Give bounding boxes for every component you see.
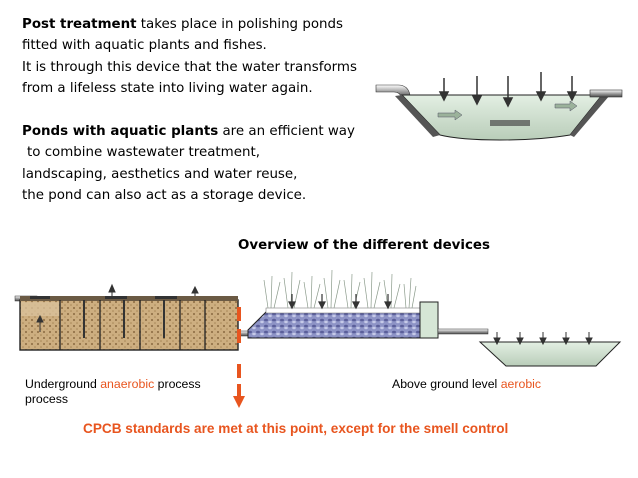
p1-line2: fitted with aquatic plants and fishes. xyxy=(22,38,267,54)
p2-line4: the pond can also act as a storage devic… xyxy=(22,187,307,203)
final-pond-illustration xyxy=(478,332,622,367)
p1-line4: from a lifeless state into living water … xyxy=(22,80,313,96)
caption-right-word1: Above ground level xyxy=(392,377,501,391)
pond-outlet-pipe xyxy=(589,89,623,98)
p2-line2: to combine wastewater treatment, xyxy=(27,145,260,161)
filter-down-arrows xyxy=(288,294,392,310)
caption-right-aerobic: aerobic xyxy=(500,377,542,391)
p1-bold: Post treatment xyxy=(22,17,137,32)
filter-outlet-chamber xyxy=(419,301,439,339)
pond-sediment xyxy=(490,120,530,126)
caption-left-word1: Underground xyxy=(25,377,101,391)
pond-bank-left xyxy=(395,95,440,137)
p2-line1-rest: are an efficient way xyxy=(218,124,355,139)
final-pond-basin xyxy=(478,341,622,367)
overview-title: Overview of the different devices xyxy=(0,238,638,253)
pond-basin xyxy=(400,94,604,141)
treatment-point-marker xyxy=(233,307,245,408)
caption-left-anaerobic: anaerobic xyxy=(100,377,155,391)
planted-filter-illustration xyxy=(247,269,489,339)
filter-basin xyxy=(247,311,421,339)
filter-plants xyxy=(263,269,417,309)
p2-bold: Ponds with aquatic plants xyxy=(22,124,219,139)
overview-title-text: Overview of the different devices xyxy=(238,238,490,253)
caption-above-ground: Above ground level aerobic xyxy=(392,377,541,392)
pond-bank-right xyxy=(570,95,610,137)
p1-line1-rest: takes place in polishing ponds xyxy=(136,17,343,32)
tank-chambers xyxy=(59,300,206,350)
p2-line3: landscaping, aesthetics and water reuse, xyxy=(22,166,298,182)
caption-left-word3: process xyxy=(154,377,201,391)
p1-line3: It is through this device that the water… xyxy=(22,59,357,75)
filter-outlet-pipe xyxy=(437,328,489,335)
tank-baffles xyxy=(83,300,165,338)
intro-paragraph-post-treatment: Post treatment takes place in polishing … xyxy=(22,14,357,99)
filter-bed-top xyxy=(265,307,421,314)
red-down-arrow xyxy=(233,384,245,408)
anaerobic-tank-illustration xyxy=(14,283,251,351)
intro-paragraph-aquatic-plants: Ponds with aquatic plants are an efficie… xyxy=(22,121,355,206)
tank-upflow-arrows xyxy=(36,283,199,332)
caption-underground: Underground anaerobic process process xyxy=(25,377,235,407)
tank-scum-layer xyxy=(21,302,59,316)
cpcb-standards-note: CPCB standards are met at this point, ex… xyxy=(83,421,509,436)
pond-flow-arrows xyxy=(437,100,578,121)
p1-line1: Post treatment takes place in polishing … xyxy=(22,14,357,35)
tank-vents xyxy=(30,296,177,299)
p2-line1: Ponds with aquatic plants are an efficie… xyxy=(22,121,355,142)
polishing-pond-illustration xyxy=(375,72,623,141)
pond-downward-arrows xyxy=(438,72,578,108)
tank-top-soil xyxy=(20,296,238,301)
caption-left-line2: process xyxy=(25,392,69,406)
final-pond-arrows xyxy=(493,332,593,346)
